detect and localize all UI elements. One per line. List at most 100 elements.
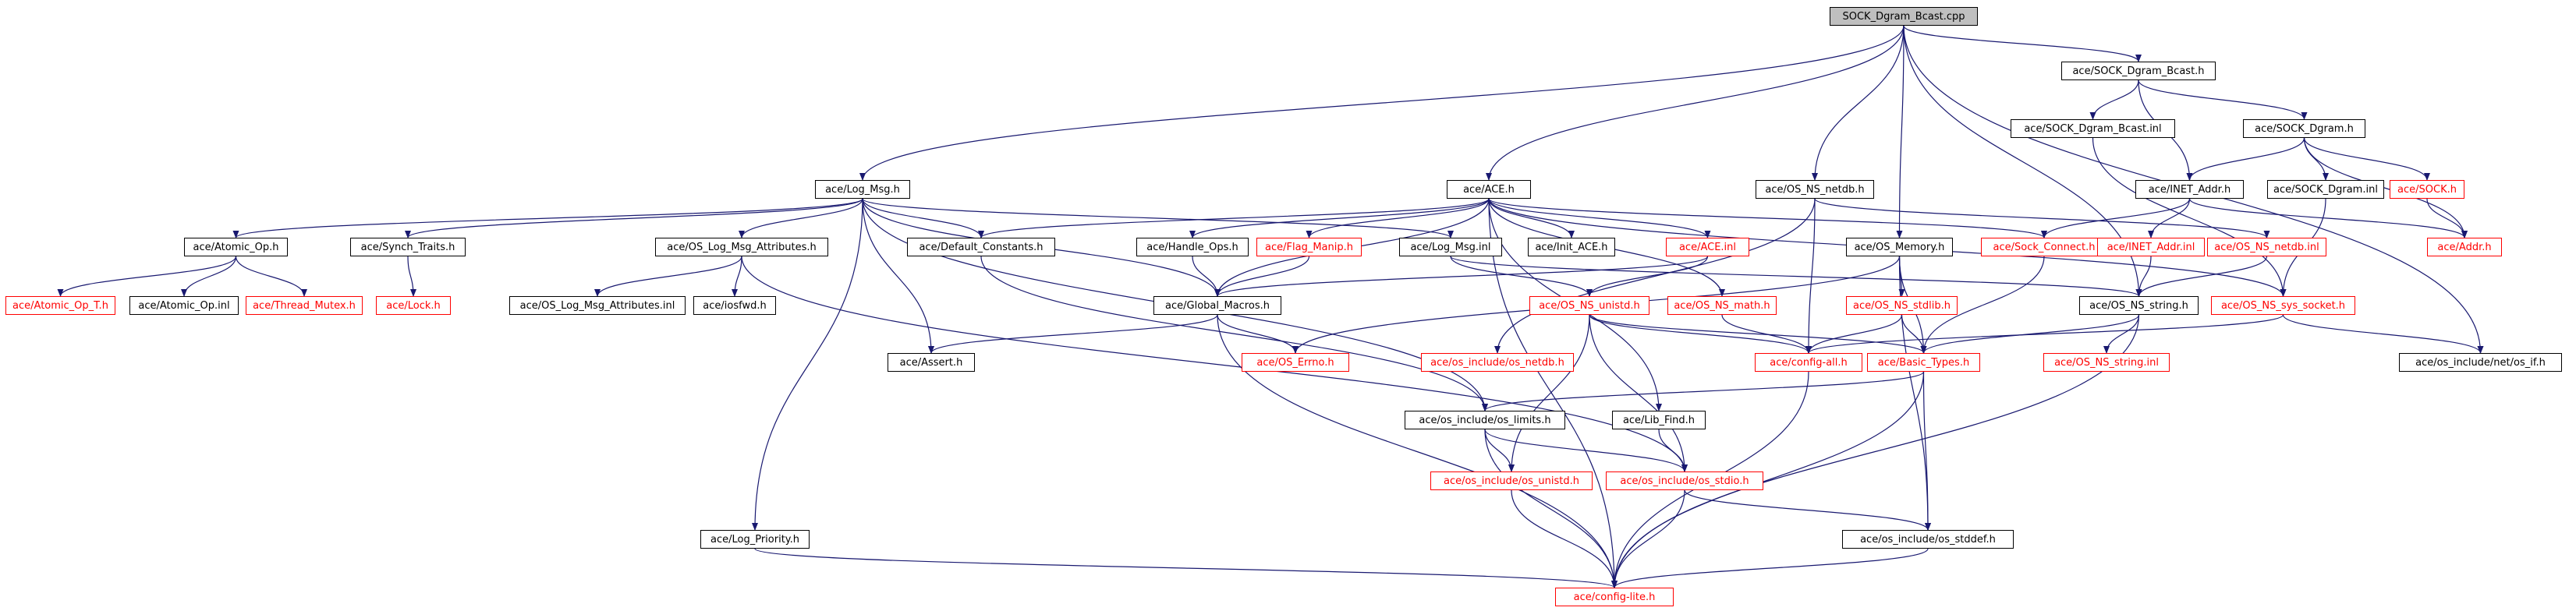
node-assert-h[interactable]: ace/Assert.h — [888, 353, 975, 372]
node-atomic-op-t-h[interactable]: ace/Atomic_Op_T.h — [5, 296, 115, 315]
edge-root-to-ace_h — [1486, 25, 1905, 181]
node-config-lite-h[interactable]: ace/config-lite.h — [1555, 588, 1674, 606]
edge-inet_addr_inl-to-ns_string_h — [2135, 256, 2152, 297]
edge-ace_h-to-config_lite_h — [1488, 198, 1618, 588]
edge-ace_inl-to-ns_unistd_h — [1586, 256, 1709, 297]
edge-root-to-os_memory_h — [1896, 25, 1905, 238]
edge-global_macros_h-to-os_errno_h — [1217, 314, 1299, 354]
edge-ace_h-to-init_ace_h — [1488, 198, 1575, 238]
node-addr-h[interactable]: ace/Addr.h — [2427, 238, 2502, 256]
node-log-msg-attr-inl[interactable]: ace/OS_Log_Msg_Attributes.inl — [509, 296, 686, 315]
edge-bcast_h-to-bcast_inl — [2089, 79, 2139, 120]
node-iosfwd-h[interactable]: ace/iosfwd.h — [693, 296, 776, 315]
node-synch-traits-h[interactable]: ace/Synch_Traits.h — [350, 238, 466, 256]
node-thread-mutex-h[interactable]: ace/Thread_Mutex.h — [246, 296, 363, 315]
node-ns-string-h[interactable]: ace/OS_NS_string.h — [2079, 296, 2199, 315]
edge-ns_sys_socket_h-to-oi_net_if_h — [2282, 314, 2484, 354]
edge-global_macros_h-to-config_lite_h — [1217, 314, 1618, 588]
edge-basic_types_h-to-oi_stddef_h — [1922, 371, 1931, 531]
edge-ns_unistd_h-to-oi_stdio_h — [1589, 314, 1688, 472]
node-sock-connect-h[interactable]: ace/Sock_Connect.h — [1981, 238, 2107, 256]
edge-ns_netdb_h-to-config_all_h — [1805, 198, 1816, 354]
edge-dgram_h-to-sock_h — [2303, 137, 2430, 181]
edge-log_msg_attr_h-to-iosfwd_h — [732, 256, 742, 297]
edge-ns_stdlib_h-to-config_all_h — [1805, 314, 1903, 354]
edge-sock_h-to-addr_h — [2426, 198, 2468, 238]
node-ns-string-inl[interactable]: ace/OS_NS_string.inl — [2043, 353, 2170, 372]
node-basic-types-h[interactable]: ace/Basic_Types.h — [1867, 353, 1980, 372]
edge-atomic_op_h-to-thread_mutex_h — [235, 256, 307, 297]
edge-log_msg_h-to-default_constants_h — [862, 198, 984, 238]
node-log-msg-attr-h[interactable]: ace/OS_Log_Msg_Attributes.h — [655, 238, 828, 256]
edge-log_msg_h-to-log_msg_attr_h — [739, 198, 863, 238]
edge-ns_unistd_h-to-basic_types_h — [1589, 314, 1927, 354]
edge-ns_unistd_h-to-oi_unistd_h — [1508, 314, 1590, 472]
node-atomic-op-h[interactable]: ace/Atomic_Op.h — [184, 238, 288, 256]
node-ns-netdb-inl[interactable]: ace/OS_NS_netdb.inl — [2207, 238, 2326, 256]
node-ns-sys-socket-h[interactable]: ace/OS_NS_sys_socket.h — [2211, 296, 2355, 315]
node-log-priority-h[interactable]: ace/Log_Priority.h — [700, 530, 810, 549]
edge-ns_sys_socket_h-to-config_all_h — [1805, 314, 2284, 354]
node-ns-unistd-h[interactable]: ace/OS_NS_unistd.h — [1529, 296, 1649, 315]
node-lock-h[interactable]: ace/Lock.h — [376, 296, 451, 315]
node-inet-addr-h[interactable]: ace/INET_Addr.h — [2135, 180, 2244, 199]
node-log-msg-inl[interactable]: ace/Log_Msg.inl — [1399, 238, 1502, 256]
edge-dgram_h-to-dgram_inl — [2303, 137, 2329, 181]
edge-dgram_h-to-inet_addr_h — [2186, 137, 2305, 181]
node-flag-manip-h[interactable]: ace/Flag_Manip.h — [1256, 238, 1362, 256]
edge-global_macros_h-to-assert_h — [928, 314, 1218, 354]
edge-oi_limits_h-to-oi_unistd_h — [1484, 429, 1515, 472]
node-sock-h[interactable]: ace/SOCK.h — [2390, 180, 2464, 199]
node-inet-addr-inl[interactable]: ace/INET_Addr.inl — [2097, 238, 2205, 256]
edge-log_msg_inl-to-ns_string_h — [1450, 256, 2142, 297]
edge-ace_h-to-default_constants_h — [978, 198, 1490, 238]
node-os-memory-h[interactable]: ace/OS_Memory.h — [1846, 238, 1953, 256]
node-ns-math-h[interactable]: ace/OS_NS_math.h — [1667, 296, 1777, 315]
node-oi-stdio-h[interactable]: ace/os_include/os_stdio.h — [1606, 471, 1763, 490]
node-default-constants-h[interactable]: ace/Default_Constants.h — [907, 238, 1055, 256]
node-bcast-h[interactable]: ace/SOCK_Dgram_Bcast.h — [2061, 62, 2216, 80]
edge-oi_limits_h-to-config_lite_h — [1484, 429, 1618, 588]
node-global-macros-h[interactable]: ace/Global_Macros.h — [1153, 296, 1281, 315]
node-dgram-inl[interactable]: ace/SOCK_Dgram.inl — [2267, 180, 2384, 199]
node-oi-netdb-h[interactable]: ace/os_include/os_netdb.h — [1421, 353, 1574, 372]
edge-ns_unistd_h-to-config_all_h — [1589, 314, 1812, 354]
node-lib-find-h[interactable]: ace/Lib_Find.h — [1612, 411, 1706, 429]
edge-log_priority_h-to-config_lite_h — [754, 548, 1618, 588]
edge-oi_unistd_h-to-config_lite_h — [1511, 489, 1618, 588]
node-ns-netdb-h[interactable]: ace/OS_NS_netdb.h — [1756, 180, 1874, 199]
node-ace-h[interactable]: ace/ACE.h — [1447, 180, 1531, 199]
edge-inet_addr_h-to-sock_connect_h — [2041, 198, 2191, 238]
node-ns-stdlib-h[interactable]: ace/OS_NS_stdlib.h — [1846, 296, 1958, 315]
edge-inet_addr_h-to-addr_h — [2188, 198, 2468, 238]
edge-log_msg_h-to-log_priority_h — [752, 198, 863, 531]
node-log-msg-h[interactable]: ace/Log_Msg.h — [815, 180, 910, 199]
edge-oi_stddef_h-to-config_lite_h — [1611, 548, 1929, 588]
node-dgram-h[interactable]: ace/SOCK_Dgram.h — [2243, 119, 2365, 138]
edge-log_msg_h-to-atomic_op_h — [232, 198, 863, 238]
node-os-errno-h[interactable]: ace/OS_Errno.h — [1242, 353, 1349, 372]
node-bcast-inl[interactable]: ace/SOCK_Dgram_Bcast.inl — [2011, 119, 2175, 138]
node-ace-inl[interactable]: ace/ACE.inl — [1666, 238, 1749, 256]
edge-ns_netdb_h-to-ns_netdb_inl — [1814, 198, 2270, 238]
node-oi-net-if-h[interactable]: ace/os_include/net/os_if.h — [2399, 353, 2562, 372]
node-root[interactable]: SOCK_Dgram_Bcast.cpp — [1830, 7, 1978, 26]
edge-flag_manip_h-to-global_macros_h — [1214, 256, 1310, 297]
node-oi-unistd-h[interactable]: ace/os_include/os_unistd.h — [1430, 471, 1593, 490]
edge-root-to-log_msg_h — [859, 25, 1905, 181]
edge-bcast_inl-to-ns_sys_socket_h — [2092, 137, 2287, 297]
node-handle-ops-h[interactable]: ace/Handle_Ops.h — [1136, 238, 1249, 256]
edge-lib_find_h-to-oi_stdio_h — [1658, 429, 1688, 472]
node-atomic-op-inl[interactable]: ace/Atomic_Op.inl — [129, 296, 239, 315]
node-oi-limits-h[interactable]: ace/os_include/os_limits.h — [1405, 411, 1565, 429]
node-config-all-h[interactable]: ace/config-all.h — [1755, 353, 1862, 372]
edge-atomic_op_h-to-atomic_op_t_h — [57, 256, 237, 297]
edge-basic_types_h-to-oi_limits_h — [1482, 371, 1925, 411]
edge-oi_limits_h-to-oi_stdio_h — [1484, 429, 1688, 472]
edge-basic_types_h-to-config_lite_h — [1611, 371, 1925, 588]
edge-bcast_h-to-dgram_h — [2138, 79, 2308, 120]
node-init-ace-h[interactable]: ace/Init_ACE.h — [1528, 238, 1615, 256]
node-oi-stddef-h[interactable]: ace/os_include/os_stddef.h — [1842, 530, 2014, 549]
edge-log_msg_h-to-synch_traits_h — [405, 198, 863, 238]
